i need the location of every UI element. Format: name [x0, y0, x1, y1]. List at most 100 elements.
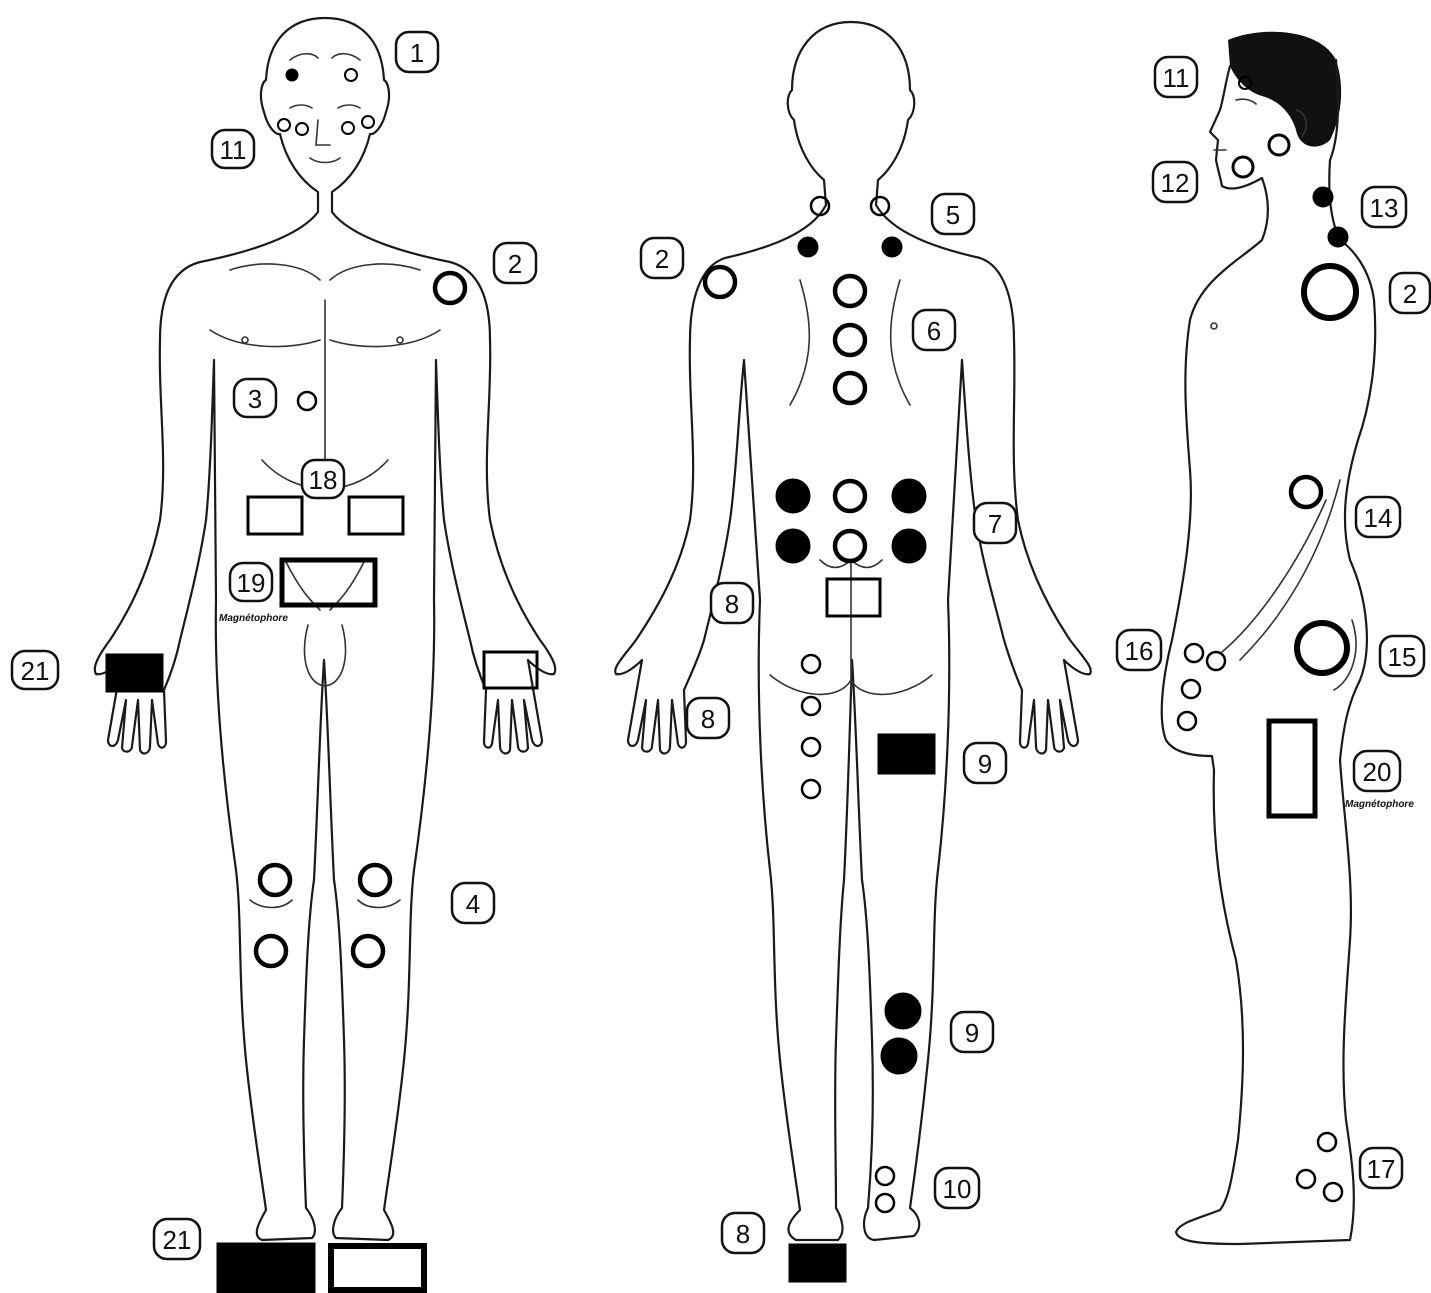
front-labels: 1 11 2 3 18 19 21 4 21 Magnétophore — [12, 32, 536, 1259]
marker-lumbar-center-bottom — [835, 531, 865, 561]
back-labels: 5 2 6 7 8 8 9 9 10 8 — [641, 194, 1016, 1253]
caption-magnetophore-side: Magnétophore — [1345, 799, 1414, 810]
label-21-hand: 21 — [12, 651, 58, 689]
marker-knee-1 — [260, 865, 290, 895]
side-nipple — [1211, 323, 1217, 329]
front-nipple-right — [397, 337, 403, 343]
marker-lumbar-right-top — [892, 479, 926, 513]
svg-text:8: 8 — [736, 1219, 750, 1249]
marker-ankle-side-3 — [1324, 1183, 1342, 1201]
marker-leg-back-4 — [802, 780, 820, 798]
marker-abdomen-right — [349, 497, 403, 534]
front-figure — [95, 18, 555, 1240]
marker-shoulder-back — [705, 267, 735, 297]
marker-foot-hollow — [331, 1246, 424, 1290]
marker-foot-solid — [217, 1243, 315, 1293]
svg-text:9: 9 — [978, 749, 992, 779]
svg-text:11: 11 — [1163, 63, 1190, 93]
label-21-foot: 21 — [154, 1219, 200, 1259]
marker-ankle-side-1 — [1318, 1133, 1336, 1151]
label-16: 16 — [1117, 630, 1161, 670]
label-5: 5 — [932, 194, 974, 234]
svg-text:6: 6 — [927, 316, 941, 346]
marker-lumbar-left-top — [776, 479, 810, 513]
marker-cheek-2 — [296, 123, 308, 135]
marker-cheek-1 — [278, 119, 290, 131]
label-13: 13 — [1362, 187, 1406, 227]
marker-heel-solid — [789, 1244, 846, 1282]
marker-neck-side-1-solid — [1313, 187, 1333, 207]
svg-text:14: 14 — [1364, 503, 1393, 533]
label-9-thigh: 9 — [964, 743, 1006, 783]
label-4: 4 — [452, 883, 494, 923]
marker-calf-1-solid — [885, 993, 921, 1029]
marker-leg-back-3 — [802, 738, 820, 756]
marker-thigh-side — [1269, 721, 1315, 816]
svg-text:2: 2 — [1403, 279, 1417, 309]
marker-upper-back-left-solid — [798, 237, 818, 257]
label-2-side: 2 — [1390, 273, 1430, 313]
svg-text:12: 12 — [1161, 168, 1190, 198]
label-11-front: 11 — [212, 130, 254, 168]
marker-calf-2-solid — [881, 1038, 917, 1074]
label-7: 7 — [974, 503, 1016, 543]
marker-ankle-1 — [876, 1167, 894, 1185]
svg-text:7: 7 — [988, 509, 1002, 539]
back-body-outline — [615, 22, 1091, 1240]
svg-text:15: 15 — [1388, 642, 1417, 672]
svg-text:10: 10 — [943, 1174, 972, 1204]
label-2-front: 2 — [494, 243, 536, 283]
marker-wrist-right-solid — [106, 654, 163, 692]
label-6: 6 — [913, 310, 955, 350]
label-15: 15 — [1380, 636, 1424, 676]
marker-knee-3 — [256, 936, 286, 966]
marker-forehead-solid — [286, 69, 298, 81]
front-nipple-left — [242, 337, 248, 343]
label-14: 14 — [1356, 497, 1400, 537]
marker-lumbar-right-bottom — [892, 529, 926, 563]
side-arm-line — [1222, 480, 1340, 660]
marker-shoulder-front — [435, 273, 465, 303]
marker-shoulder-side — [1304, 266, 1356, 318]
front-markers — [106, 69, 537, 1293]
svg-text:21: 21 — [21, 656, 50, 686]
front-body-outline — [95, 18, 555, 1240]
svg-text:4: 4 — [466, 889, 480, 919]
marker-abdomen-left — [248, 497, 302, 534]
svg-text:17: 17 — [1367, 1154, 1396, 1184]
label-8-foot: 8 — [722, 1213, 764, 1253]
svg-text:21: 21 — [163, 1225, 192, 1255]
label-19: 19 — [230, 563, 272, 601]
svg-text:19: 19 — [237, 568, 266, 598]
svg-text:2: 2 — [508, 249, 522, 279]
marker-thigh-back-solid — [878, 734, 935, 774]
svg-text:13: 13 — [1370, 193, 1399, 223]
back-figure — [615, 22, 1091, 1240]
back-markers — [705, 197, 935, 1282]
label-20: 20 — [1354, 751, 1400, 791]
marker-elbow-side — [1291, 477, 1321, 507]
label-18: 18 — [302, 460, 344, 498]
label-8-hand: 8 — [687, 698, 729, 738]
marker-hand-side-3 — [1182, 680, 1200, 698]
marker-chin-side — [1233, 157, 1253, 177]
svg-text:16: 16 — [1125, 636, 1154, 666]
label-10: 10 — [935, 1168, 979, 1208]
front-knee-lines — [250, 900, 400, 908]
svg-text:3: 3 — [248, 384, 262, 414]
svg-text:18: 18 — [309, 465, 338, 495]
marker-spine-2 — [835, 325, 865, 355]
svg-text:1: 1 — [410, 38, 424, 68]
svg-text:5: 5 — [946, 200, 960, 230]
marker-leg-back-1 — [802, 655, 820, 673]
svg-text:11: 11 — [220, 135, 247, 165]
marker-leg-back-2 — [802, 697, 820, 715]
marker-hip-side — [1297, 623, 1347, 673]
label-11-side: 11 — [1155, 57, 1197, 97]
label-9-calf: 9 — [951, 1012, 993, 1052]
marker-cheek-4 — [362, 116, 374, 128]
marker-ankle-2 — [876, 1194, 894, 1212]
svg-text:8: 8 — [701, 704, 715, 734]
caption-magnetophore-front: Magnétophore — [219, 613, 288, 624]
